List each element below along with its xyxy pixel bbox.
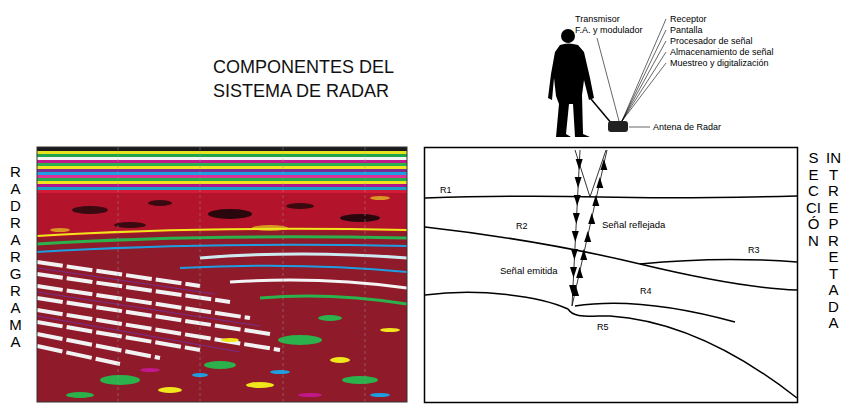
component-label: Almacenamiento de señal bbox=[670, 47, 774, 57]
reflector-label: R5 bbox=[597, 322, 609, 332]
section-frame bbox=[425, 148, 798, 403]
antenna-label: Antena de Radar bbox=[653, 122, 721, 132]
reflector-label: R3 bbox=[748, 245, 760, 255]
diagram-title: COMPONENTES DEL SISTEMA DE RADAR bbox=[213, 55, 413, 103]
radargram-frame bbox=[37, 147, 407, 402]
reflector-label: R1 bbox=[440, 185, 452, 195]
reflector-label: R4 bbox=[640, 286, 652, 296]
signal-label: Señal emitida bbox=[500, 266, 558, 277]
component-label: Transmisor bbox=[575, 14, 620, 24]
signal-label: Señal reflejada bbox=[602, 220, 665, 231]
component-label: Muestreo y digitalización bbox=[670, 58, 769, 68]
side-title: RADRARGRAMA bbox=[8, 163, 23, 350]
reflector-label: R2 bbox=[516, 221, 528, 231]
operator-figure bbox=[548, 29, 628, 137]
component-label: Pantalla bbox=[670, 25, 703, 35]
radargram-image bbox=[37, 147, 407, 402]
component-label: Procesador de señal bbox=[670, 36, 753, 46]
leader-lines bbox=[597, 19, 666, 127]
signal-rays bbox=[569, 150, 607, 306]
component-label: F.A. y modulador bbox=[575, 25, 643, 35]
reflector-lines bbox=[425, 196, 797, 398]
component-label: Receptor bbox=[670, 14, 707, 24]
side-title: INTREPRETADA bbox=[826, 150, 841, 332]
side-title: SECCIÓN bbox=[806, 150, 821, 249]
